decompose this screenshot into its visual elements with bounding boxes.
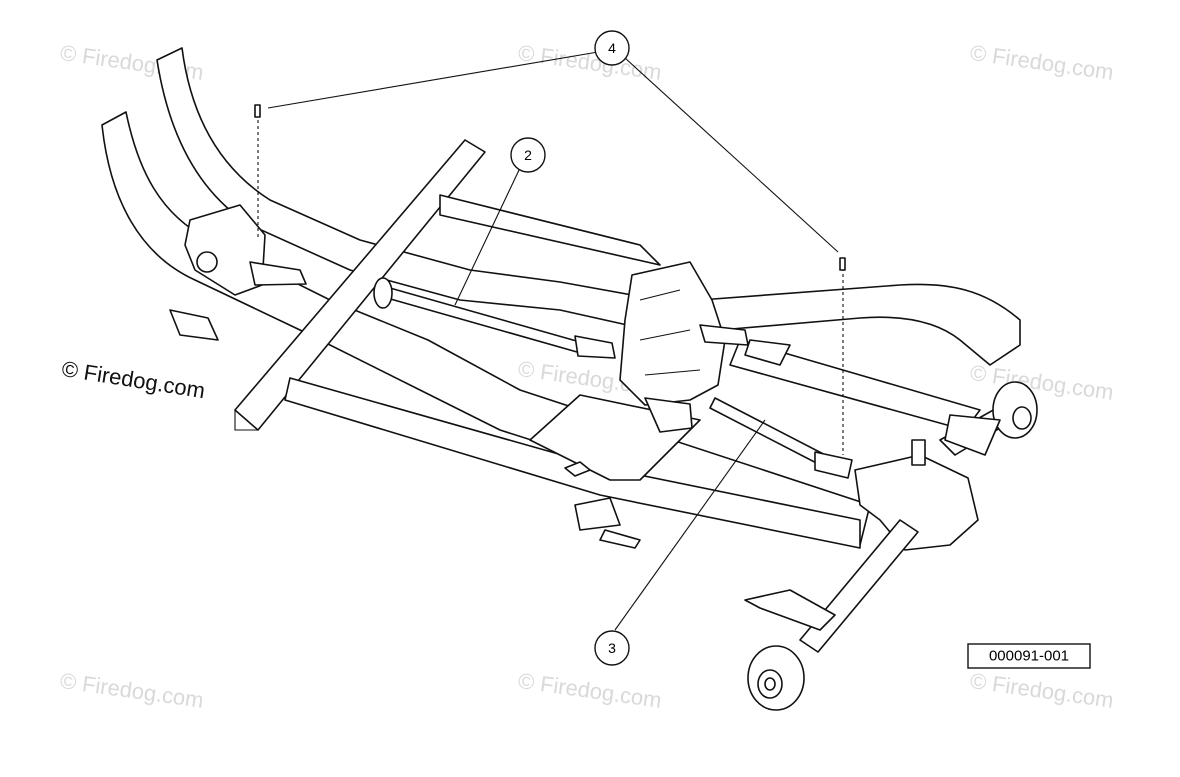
callout-4: 4 [594, 30, 630, 66]
leader-line-4a [267, 51, 599, 109]
svg-text:4: 4 [608, 40, 616, 56]
frame-rail-right [699, 283, 1021, 366]
leader-line-4b [624, 57, 839, 253]
figure-id-box: 000091-001 [967, 643, 1091, 669]
bracket [744, 589, 836, 631]
cross-member-front [234, 139, 486, 431]
bracket [744, 339, 791, 366]
wheel-hub-rear-right [992, 381, 1038, 439]
frame-center-top [439, 194, 661, 266]
callout-2: 2 [510, 137, 546, 173]
svg-text:2: 2 [524, 147, 532, 163]
bracket [599, 529, 641, 549]
front-mount-block [169, 309, 219, 341]
svg-text:3: 3 [608, 640, 616, 656]
bracket [574, 497, 621, 531]
callout-3: 3 [594, 630, 630, 666]
rear-differential [854, 454, 979, 551]
leader-line-3 [614, 419, 766, 631]
svg-text:000091-001: 000091-001 [989, 648, 1069, 665]
wheel-hub-front-right [747, 645, 805, 711]
bracket [944, 414, 1001, 456]
leader-line-2 [454, 167, 521, 306]
